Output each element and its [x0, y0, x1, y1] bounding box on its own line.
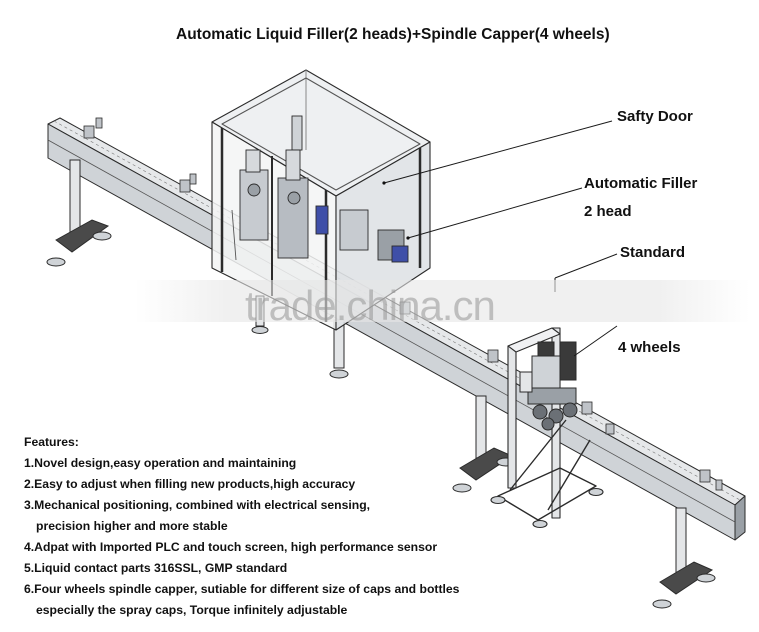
features-heading: Features: [24, 435, 79, 449]
watermark-text: trade.china.cn [245, 282, 496, 329]
callout-safety-door: Safty Door [617, 108, 693, 125]
watermark-band [135, 280, 750, 322]
feature-item: 1.Novel design,easy operation and mainta… [24, 456, 297, 470]
callout-filler-line2: 2 head [584, 203, 632, 220]
diagram-title: Automatic Liquid Filler(2 heads)+Spindle… [176, 26, 610, 43]
filler-internals [231, 115, 409, 263]
support-legs [46, 159, 716, 609]
feature-item: 3.Mechanical positioning, combined with … [24, 498, 371, 512]
callout-standard: Standard [620, 244, 686, 261]
feature-item: 4.Adpat with Imported PLC and touch scre… [24, 540, 438, 554]
callout-wheels: 4 wheels [618, 339, 681, 356]
capper-head [519, 341, 578, 431]
feature-item: 6.Four wheels spindle capper, sutiable f… [24, 582, 460, 596]
feature-item: especially the spray caps, Torque infini… [36, 603, 348, 617]
callout-filler-line1: Automatic Filler [584, 175, 698, 192]
feature-item: precision higher and more stable [36, 519, 228, 533]
feature-item: 2.Easy to adjust when filling new produc… [24, 477, 356, 491]
features-list: Features: 1.Novel design,easy operation … [24, 432, 459, 621]
feature-item: 5.Liquid contact parts 316SSL, GMP stand… [24, 561, 288, 575]
